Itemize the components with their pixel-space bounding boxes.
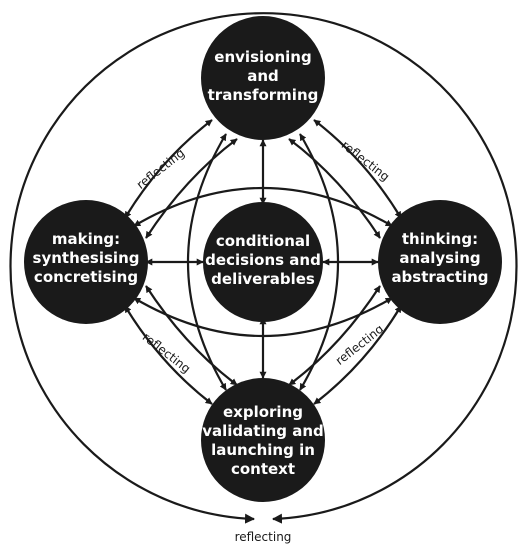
- node-bottom-line-3: launching in: [211, 441, 315, 459]
- node-top: envisioning and transforming: [201, 16, 325, 140]
- node-bottom: exploring validating and launching in co…: [201, 378, 325, 502]
- node-right-line-2: analysing: [399, 249, 480, 267]
- node-left-line-1: making:: [52, 230, 120, 248]
- node-center: conditional decisions and deliverables: [203, 202, 323, 322]
- edge-label-outer: reflecting: [235, 530, 292, 544]
- node-top-line-3: transforming: [208, 86, 319, 104]
- node-right-line-3: abstracting: [391, 268, 488, 286]
- arrow-left-right-bottom: [133, 297, 393, 337]
- straight-connectors: [145, 139, 379, 379]
- arrow-top-bottom-left: [187, 133, 227, 391]
- node-center-line-1: conditional: [216, 232, 310, 250]
- node-right-line-1: thinking:: [402, 230, 478, 248]
- node-bottom-line-1: exploring: [223, 403, 303, 421]
- edge-label-top-left: reflecting: [134, 146, 187, 192]
- node-center-line-3: deliverables: [211, 270, 315, 288]
- curved-connectors: [124, 119, 402, 405]
- node-left-line-2: synthesising: [33, 249, 140, 267]
- node-left: making: synthesising concretising: [24, 200, 148, 324]
- edge-label-top-right: reflecting: [339, 138, 392, 184]
- node-right: thinking: analysing abstracting: [378, 200, 502, 324]
- node-top-line-2: and: [247, 67, 279, 85]
- outer-ring: [9, 12, 518, 524]
- node-bottom-line-2: validating and: [202, 422, 324, 440]
- arrow-top-bottom-right: [299, 133, 339, 391]
- node-bottom-line-4: context: [231, 460, 295, 478]
- node-left-line-3: concretising: [34, 268, 138, 286]
- node-top-line-1: envisioning: [214, 48, 311, 66]
- arrow-left-right-top: [133, 187, 393, 227]
- node-center-line-2: decisions and: [205, 251, 321, 269]
